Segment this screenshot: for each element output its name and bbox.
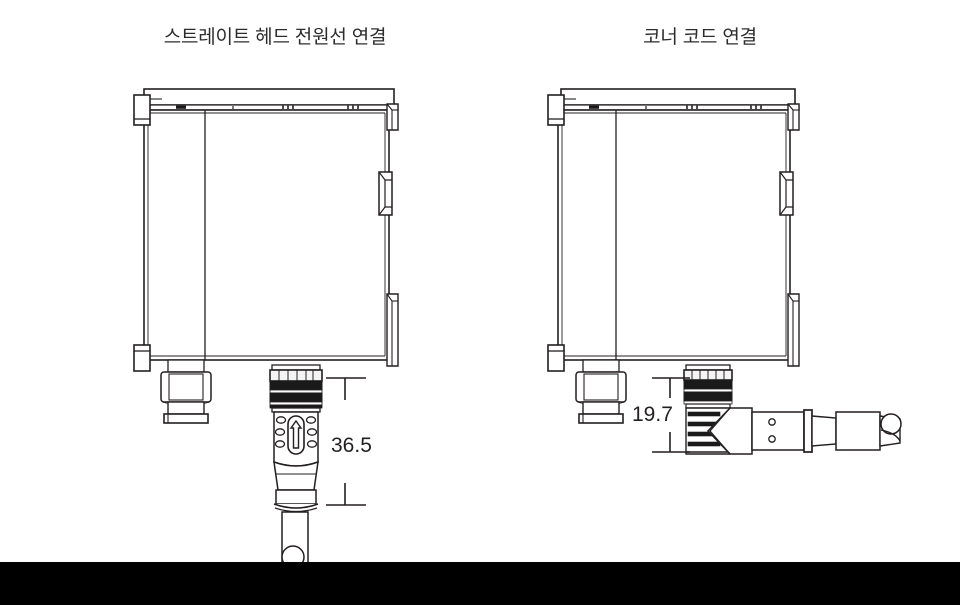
left-mounting-flange-top-left: [133, 94, 162, 126]
device-corner-cord: [547, 88, 902, 455]
sensor-body-left: [143, 109, 390, 361]
dimension-value-19-7: 19.7: [632, 403, 673, 426]
right-latch-left: [378, 171, 393, 216]
panel-title-corner-cord: 코너 코드 연결: [643, 27, 757, 48]
right-clip-bottom-left: [386, 293, 399, 367]
left-mounting-flange-bottom-right: [547, 344, 565, 372]
sensor-body-right: [557, 109, 791, 361]
bottom-black-bar: [0, 562, 960, 605]
right-clip-top-left: [386, 103, 399, 131]
right-clip-bottom-right: [787, 293, 800, 367]
left-mounting-flange-top-right: [547, 94, 576, 126]
right-latch-right: [779, 171, 794, 216]
dimension-value-36-5: 36.5: [331, 434, 372, 457]
left-mounting-flange-bottom-left: [133, 344, 151, 372]
bottom-left-gland-left: [160, 359, 212, 424]
panel-title-straight-head: 스트레이트 헤드 전원선 연결: [163, 27, 387, 48]
top-cover-right: [556, 88, 800, 111]
device-straight-head: [133, 88, 399, 575]
angled-connector-right: [683, 364, 902, 455]
right-clip-top-right: [787, 103, 800, 131]
dimension-197-leaders: [652, 377, 690, 453]
top-cover-left: [139, 88, 399, 111]
straight-connector-left: [269, 364, 323, 575]
bottom-left-gland-right: [575, 359, 627, 424]
dimension-365-leaders: [326, 377, 366, 506]
